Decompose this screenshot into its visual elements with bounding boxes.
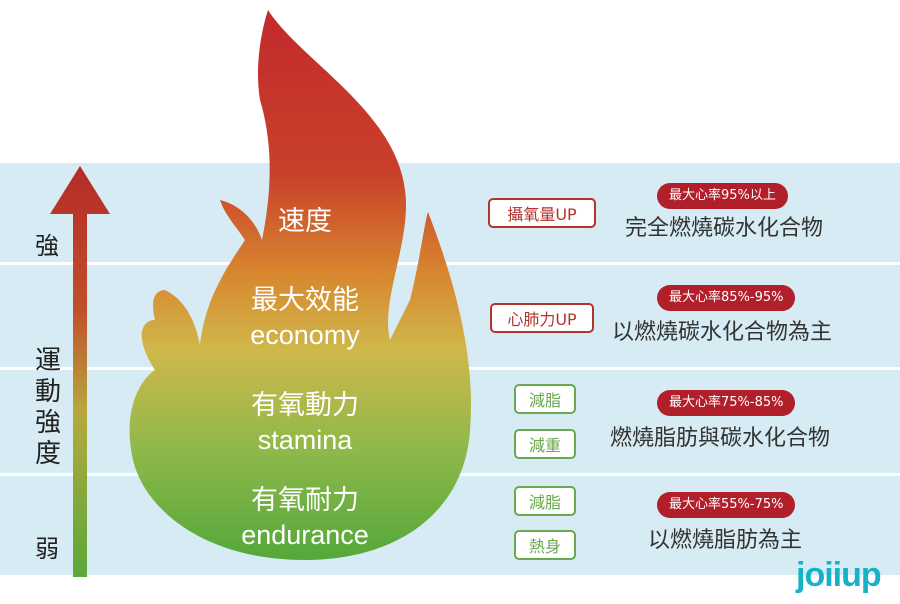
stage-title: 最大效能 — [251, 285, 359, 316]
stage-subtitle: stamina — [257, 425, 353, 455]
brand-logo: joiiup — [796, 556, 882, 594]
stage-description: 燃燒脂肪與碳水化合物 — [610, 426, 831, 451]
benefit-tag: 熱身 — [514, 530, 576, 560]
stage-description: 以燃燒碳水化合物為主 — [612, 320, 833, 345]
stage-description: 以燃燒脂肪為主 — [648, 528, 803, 553]
benefit-tag: 減脂 — [514, 486, 576, 516]
stage-title: 速度 — [278, 206, 332, 237]
benefit-tag: 減脂 — [514, 384, 576, 414]
axis-weak-label: 弱 — [35, 535, 59, 563]
heart-rate-badge: 最大心率85%-95% — [657, 285, 796, 311]
stage-subtitle: economy — [250, 320, 360, 350]
stage-description: 完全燃燒碳水化合物 — [625, 216, 824, 241]
benefit-tag: 減重 — [514, 429, 576, 459]
band-separator — [0, 262, 900, 265]
benefit-tag: 攝氧量UP — [488, 198, 596, 228]
axis-title: 運 動 強 度 — [34, 346, 61, 469]
heart-rate-badge: 最大心率95%以上 — [657, 183, 788, 209]
axis-strong-label: 強 — [35, 232, 59, 260]
stage-title: 有氧動力 — [251, 390, 359, 421]
heart-rate-badge: 最大心率55%-75% — [657, 492, 796, 518]
stage-subtitle: endurance — [241, 520, 369, 550]
benefit-tag: 心肺力UP — [490, 303, 594, 333]
heart-rate-badge: 最大心率75%-85% — [657, 390, 796, 416]
stage-title: 有氧耐力 — [251, 485, 359, 516]
